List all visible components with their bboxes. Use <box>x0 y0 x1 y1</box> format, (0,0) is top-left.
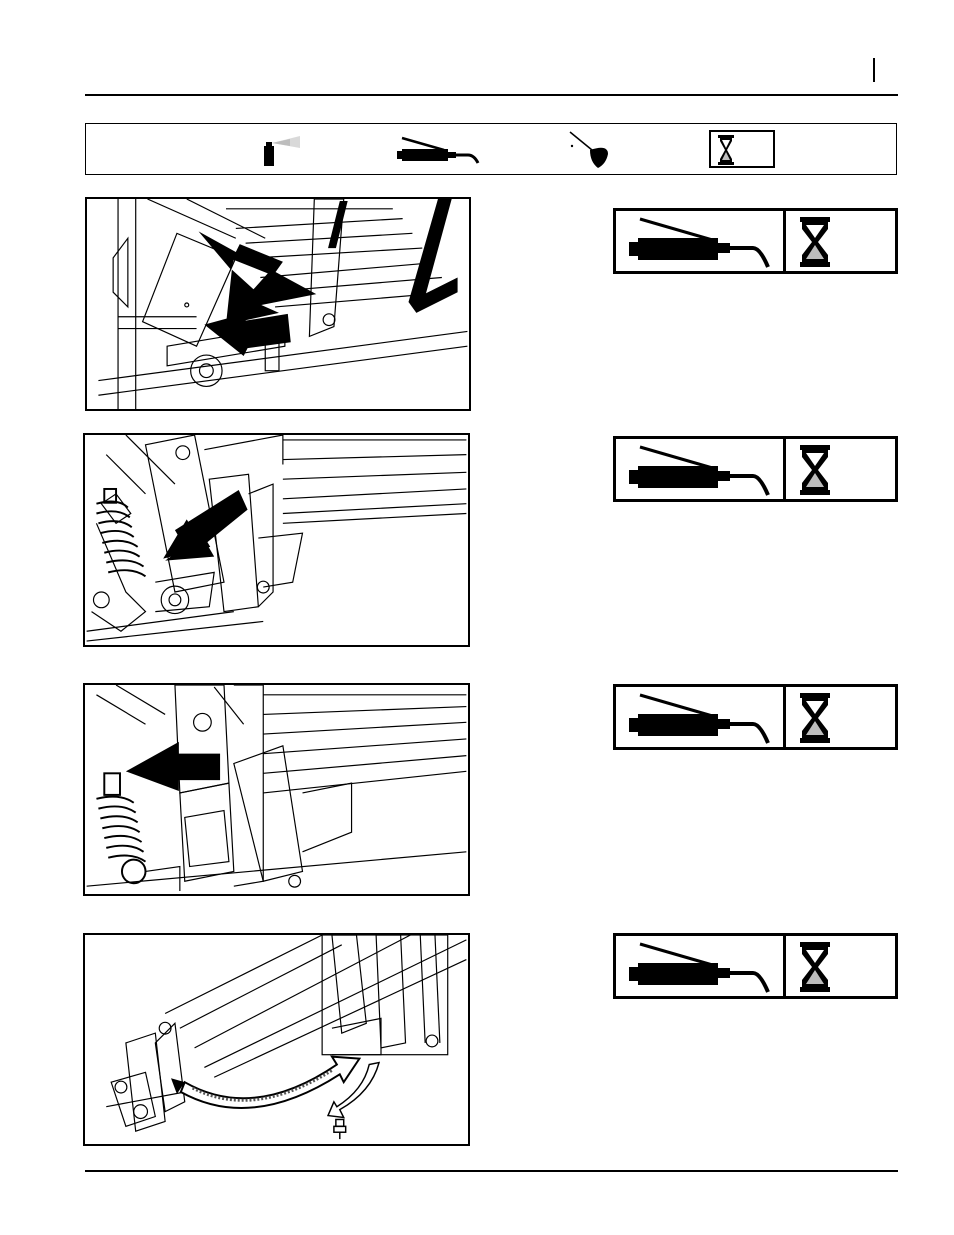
figure-3-illustration <box>85 685 468 894</box>
figure-4 <box>83 933 470 1146</box>
hourglass-icon <box>786 936 895 996</box>
page-number-divider <box>873 58 875 82</box>
spray-lubricant-icon <box>262 134 302 168</box>
grease-gun-icon <box>616 211 783 271</box>
lube-badge-3 <box>613 684 898 750</box>
lube-badge-2 <box>613 436 898 502</box>
figure-2 <box>83 433 470 647</box>
grease-gun-icon <box>616 439 783 499</box>
figure-1-illustration <box>87 199 469 409</box>
oil-can-icon <box>568 130 612 170</box>
header-rule <box>85 94 898 96</box>
hourglass-icon <box>786 687 895 747</box>
lube-badge-1 <box>613 208 898 274</box>
figure-2-illustration <box>85 435 468 645</box>
lubrication-legend <box>85 123 897 175</box>
lube-badge-4 <box>613 933 898 999</box>
hourglass-interval-icon <box>709 130 775 168</box>
grease-gun-icon <box>616 687 783 747</box>
figure-3 <box>83 683 470 896</box>
figure-4-illustration <box>85 935 468 1144</box>
figure-1 <box>85 197 471 411</box>
hourglass-icon <box>786 439 895 499</box>
grease-gun-icon <box>616 936 783 996</box>
footer-rule <box>85 1170 898 1172</box>
grease-gun-icon <box>394 132 484 168</box>
hourglass-icon <box>786 211 895 271</box>
